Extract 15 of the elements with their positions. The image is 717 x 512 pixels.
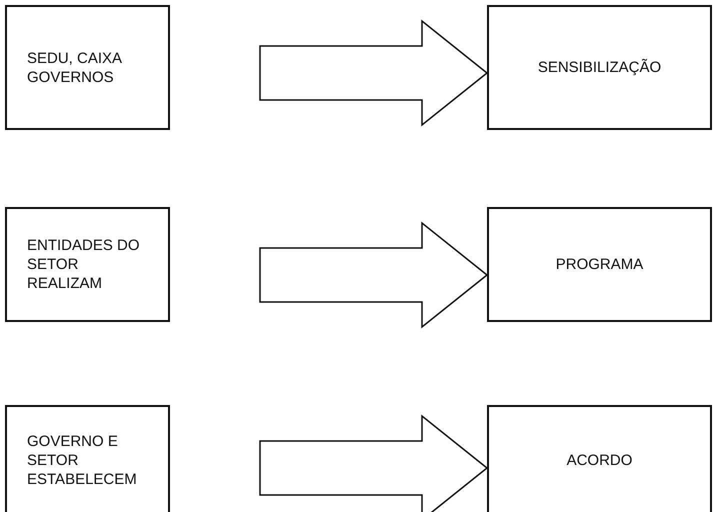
- text-box: [5, 207, 170, 322]
- box-label: SEDU, CAIXA GOVERNOS: [27, 48, 123, 86]
- box-label: ACORDO: [566, 450, 632, 470]
- box-label: ENTIDADES DO SETOR REALIZAM: [27, 236, 141, 293]
- block-arrow: [259, 221, 488, 329]
- text-box: [5, 5, 170, 130]
- box-label: SENSIBILIZAÇÃO: [538, 58, 662, 77]
- block-arrow: [259, 414, 488, 512]
- block-arrow: [259, 19, 488, 127]
- box-label: PROGRAMA: [556, 255, 644, 274]
- text-box: [487, 405, 712, 512]
- text-box: [5, 405, 170, 512]
- text-box: [487, 5, 712, 130]
- text-box: [487, 207, 712, 322]
- box-label: GOVERNO E SETOR ESTABELECEM: [27, 432, 138, 488]
